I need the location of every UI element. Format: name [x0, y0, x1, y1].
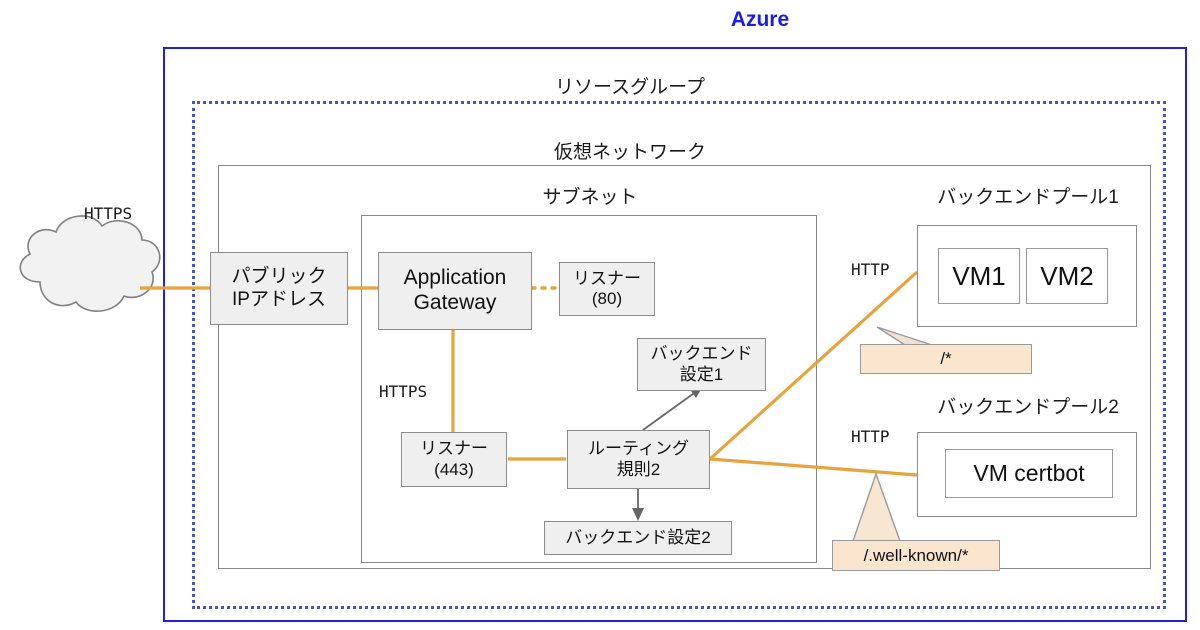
- internet-cloud-icon: [19, 215, 161, 312]
- vm1-label: VM1: [952, 260, 1006, 291]
- backend-setting-1-label-line2: 設定1: [679, 364, 724, 384]
- public-ip-node[interactable]: パブリック IPアドレス: [210, 252, 348, 325]
- vm2-node[interactable]: VM2: [1026, 248, 1108, 304]
- routing-rule-2-node[interactable]: ルーティング 規則2: [567, 430, 710, 489]
- vnet-label: 仮想ネットワーク: [553, 142, 706, 163]
- vm1-node[interactable]: VM1: [938, 248, 1020, 304]
- routing-rule-2-label-line1: ルーティング: [588, 439, 689, 459]
- public-ip-label-line1: パブリック: [231, 266, 327, 288]
- path-well-known-label: /.well-known/*: [863, 545, 969, 565]
- backend-pool-2-label: バックエンドプール2: [937, 397, 1119, 418]
- listener-443-label-line2: (443): [434, 459, 474, 479]
- http-pool2-label: HTTP: [851, 427, 890, 446]
- path-wildcard-label: /*: [940, 349, 952, 368]
- https-internet-label: HTTPS: [84, 204, 133, 223]
- azure-boundary: [163, 47, 1187, 622]
- path-wildcard-callout: /*: [860, 344, 1032, 374]
- public-ip-label-line2: IPアドレス: [232, 288, 326, 310]
- application-gateway-label-line1: Application: [403, 266, 507, 290]
- vnet-boundary: [218, 165, 1151, 569]
- listener-443-node[interactable]: リスナー (443): [401, 432, 507, 487]
- backend-pool-1-label: バックエンドプール1: [937, 187, 1119, 208]
- listener-443-label-line1: リスナー: [420, 439, 488, 459]
- vm-certbot-node[interactable]: VM certbot: [945, 449, 1113, 498]
- backend-setting-2-node[interactable]: バックエンド設定2: [544, 521, 732, 555]
- backend-setting-1-label-line1: バックエンド: [650, 344, 753, 364]
- backend-setting-1-node[interactable]: バックエンド 設定1: [637, 338, 766, 391]
- path-well-known-callout: /.well-known/*: [832, 540, 1000, 571]
- resource-group-boundary: [192, 101, 1166, 609]
- vm2-label: VM2: [1040, 260, 1094, 291]
- routing-rule-2-label-line2: 規則2: [616, 459, 661, 479]
- http-pool1-label: HTTP: [851, 260, 890, 279]
- application-gateway-label-line2: Gateway: [413, 291, 497, 314]
- subnet-label: サブネット: [542, 187, 638, 208]
- resource-group-label: リソースグループ: [555, 77, 705, 98]
- azure-title: Azure: [730, 8, 790, 31]
- application-gateway-node[interactable]: Application Gateway: [378, 252, 532, 330]
- listener-80-node[interactable]: リスナー (80): [559, 262, 655, 316]
- https-gateway-label: HTTPS: [379, 382, 428, 401]
- listener-80-label-line2: (80): [591, 289, 623, 308]
- listener-80-label-line1: リスナー: [573, 268, 641, 288]
- vm-certbot-label: VM certbot: [973, 460, 1085, 486]
- backend-setting-2-label: バックエンド設定2: [565, 527, 711, 547]
